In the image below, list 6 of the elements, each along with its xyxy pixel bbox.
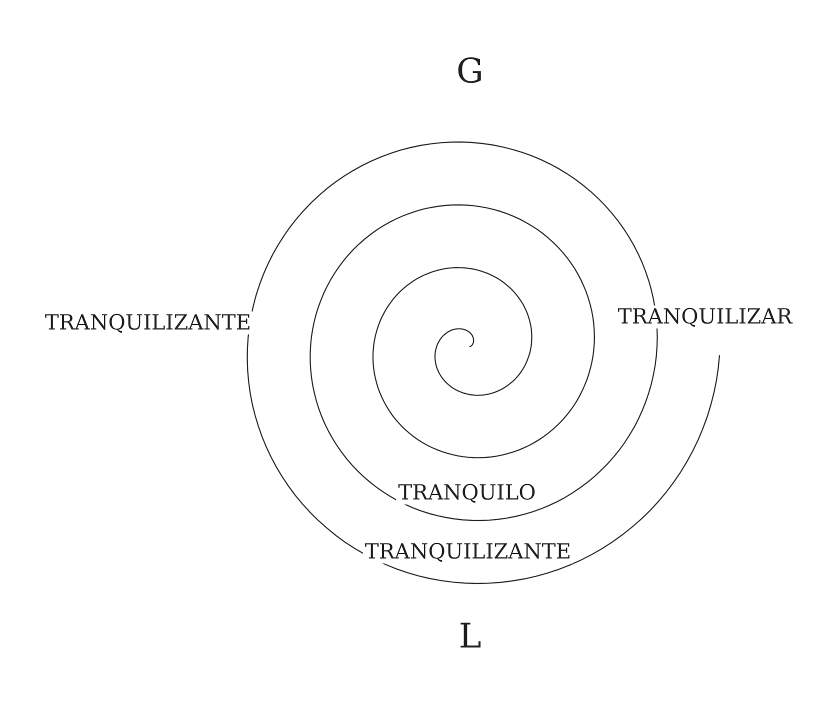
letter-label: G xyxy=(455,53,485,91)
word-label: TRANQUILIZAR xyxy=(616,305,794,329)
word-label: TRANQUILIZANTE xyxy=(362,540,574,564)
word-label: TRANQUILO xyxy=(396,481,538,505)
word-label: TRANQUILIZANTE xyxy=(42,311,254,335)
letter-label: L xyxy=(458,618,482,656)
